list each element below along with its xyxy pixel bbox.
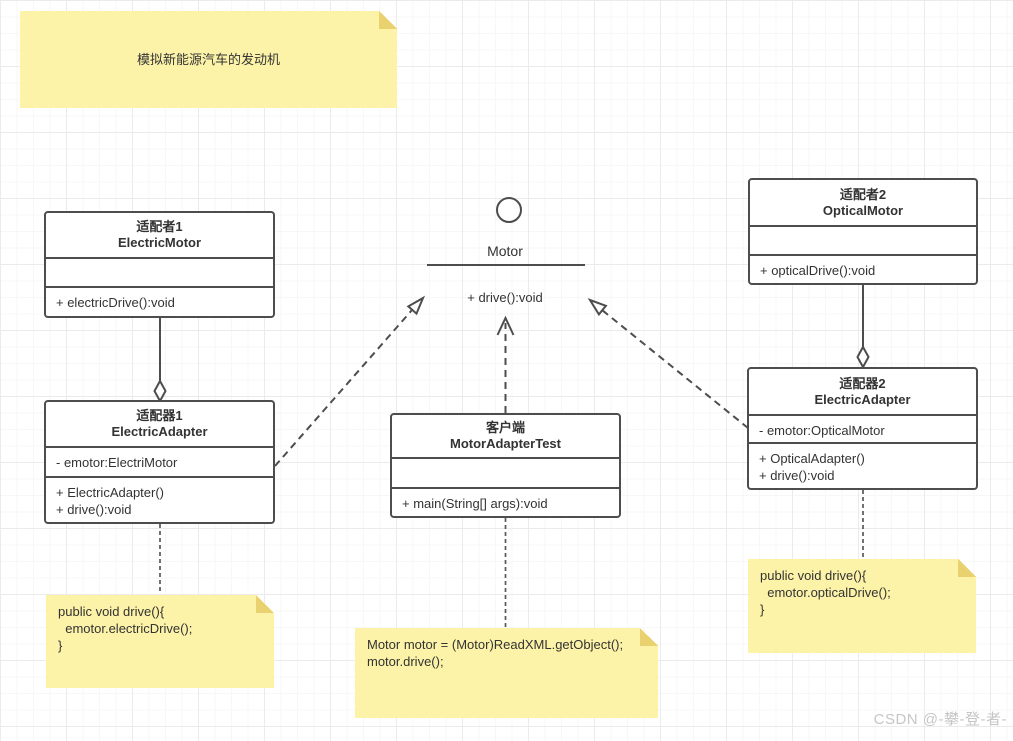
realization-left-arrow-icon[interactable] bbox=[406, 295, 426, 316]
watermark: CSDN @-攀-登-者- bbox=[873, 711, 1007, 728]
realization-right-line[interactable] bbox=[601, 309, 749, 429]
class-name: OpticalMotor bbox=[822, 202, 904, 218]
class-attributes: - emotor:ElectriMotor bbox=[46, 448, 273, 478]
class-title: 客户端 MotorAdapterTest bbox=[392, 415, 619, 459]
aggregation-left-diamond-icon[interactable] bbox=[153, 378, 167, 404]
class-title: 适配器1 ElectricAdapter bbox=[46, 402, 273, 448]
realization-right-arrow-icon[interactable] bbox=[587, 298, 608, 317]
note-fold-icon bbox=[640, 628, 658, 646]
note-client-code[interactable]: Motor motor = (Motor)ReadXML.getObject()… bbox=[355, 628, 658, 718]
class-title: 适配者2 OpticalMotor bbox=[750, 180, 976, 227]
class-attributes: - emotor:OpticalMotor bbox=[749, 416, 976, 444]
class-stereotype: 适配者2 bbox=[839, 186, 887, 202]
note-code-text: public void drive(){ emotor.electricDriv… bbox=[58, 604, 193, 653]
class-stereotype: 适配器2 bbox=[839, 375, 886, 391]
method-line: + electricDrive():void bbox=[56, 295, 175, 310]
note-title[interactable]: 模拟新能源汽车的发动机 bbox=[20, 11, 397, 108]
method-line: + main(String[] args):void bbox=[402, 496, 548, 511]
method-line: + drive():void bbox=[56, 502, 132, 517]
class-methods: + main(String[] args):void bbox=[392, 489, 619, 518]
method-line: + ElectricAdapter() bbox=[56, 485, 165, 500]
interface-method: + drive():void bbox=[467, 290, 543, 305]
class-name: ElectricAdapter bbox=[111, 424, 208, 439]
class-stereotype: 适配器1 bbox=[136, 408, 183, 423]
class-electric-adapter[interactable]: 适配器1 ElectricAdapter - emotor:ElectriMot… bbox=[44, 400, 275, 524]
class-stereotype: 适配者1 bbox=[136, 219, 183, 234]
interface-name: Motor bbox=[487, 243, 523, 259]
realization-left-line[interactable] bbox=[274, 309, 413, 467]
class-electric-adapter2[interactable]: 适配器2 ElectricAdapter - emotor:OpticalMot… bbox=[747, 367, 978, 490]
dependency-client-arrow-icon[interactable] bbox=[496, 315, 515, 336]
class-attributes bbox=[750, 227, 976, 256]
class-methods: + electricDrive():void bbox=[46, 288, 273, 317]
class-attributes bbox=[392, 459, 619, 489]
attribute-line: - emotor:OpticalMotor bbox=[759, 423, 885, 438]
note-fold-icon bbox=[379, 11, 397, 29]
note-fold-icon bbox=[958, 559, 976, 577]
note-electric-adapter2-code[interactable]: public void drive(){ emotor.opticalDrive… bbox=[748, 559, 976, 653]
class-methods: + opticalDrive():void bbox=[750, 256, 976, 285]
note-electric-adapter-code[interactable]: public void drive(){ emotor.electricDriv… bbox=[46, 595, 274, 688]
note-title-text: 模拟新能源汽车的发动机 bbox=[136, 52, 280, 67]
attribute-line: - emotor:ElectriMotor bbox=[56, 455, 178, 470]
class-stereotype: 客户端 bbox=[485, 420, 525, 435]
aggregation-right-diamond-icon[interactable] bbox=[856, 344, 870, 370]
class-attributes bbox=[46, 259, 273, 288]
method-line: + opticalDrive():void bbox=[760, 263, 876, 278]
class-methods: + ElectricAdapter() + drive():void bbox=[46, 478, 273, 524]
method-line: + OpticalAdapter() bbox=[759, 451, 865, 466]
class-name: ElectricAdapter bbox=[814, 391, 911, 407]
class-motor-adapter-test[interactable]: 客户端 MotorAdapterTest + main(String[] arg… bbox=[390, 413, 621, 518]
class-title: 适配器2 ElectricAdapter bbox=[749, 369, 976, 416]
class-methods: + OpticalAdapter() + drive():void bbox=[749, 444, 976, 490]
class-electric-motor[interactable]: 适配者1 ElectricMotor + electricDrive():voi… bbox=[44, 211, 275, 318]
note-code-text: public void drive(){ emotor.opticalDrive… bbox=[760, 568, 891, 617]
class-optical-motor[interactable]: 适配者2 OpticalMotor + opticalDrive():void bbox=[748, 178, 978, 285]
interface-divider bbox=[427, 264, 585, 266]
class-name: ElectricMotor bbox=[117, 235, 202, 250]
note-fold-icon bbox=[256, 595, 274, 613]
note-code-text: Motor motor = (Motor)ReadXML.getObject()… bbox=[367, 637, 624, 669]
interface-circle-icon[interactable] bbox=[496, 197, 522, 223]
method-line: + drive():void bbox=[759, 468, 835, 483]
class-title: 适配者1 ElectricMotor bbox=[46, 213, 273, 259]
class-name: MotorAdapterTest bbox=[450, 436, 561, 451]
